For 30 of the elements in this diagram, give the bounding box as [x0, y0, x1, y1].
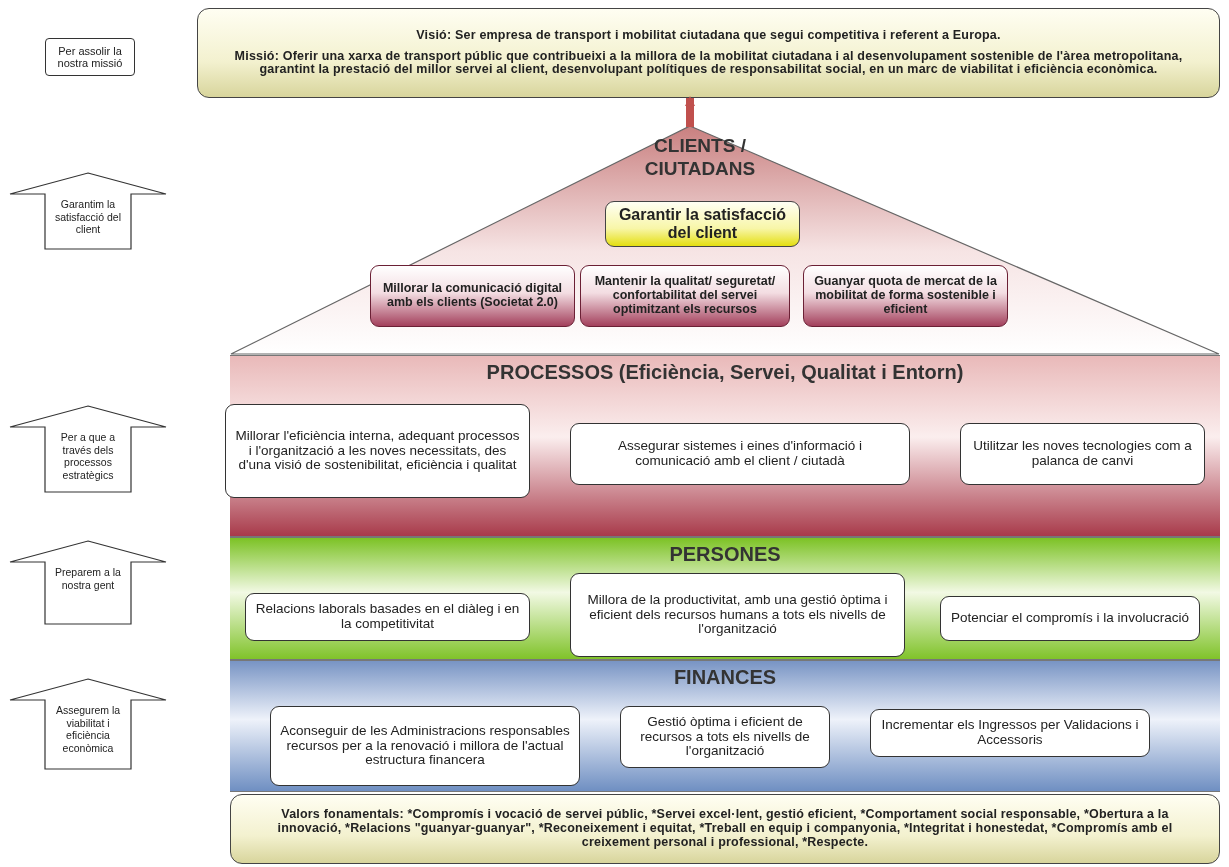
- section-title: CLIENTS / CIUTADANS: [643, 135, 757, 181]
- section-title: FINANCES: [672, 666, 778, 689]
- objective-box: Mantenir la qualitat/ seguretat/ confortabilitat del servei optimitzant els recursos: [580, 265, 790, 327]
- statement-text: Valors fonamentals: *Compromís i vocació de servei públic, *Servei excel·lent, gestió eficient, *Comportament social responsable, *Obertura a la innovació, *Relacions "guanyar-guanyar", *Reconeixement i equitat, *Treball en equip i companyonia, *Integritat i honestedat, *Compromís amb el creixement personal i professional, *Respecte.: [276, 808, 1174, 850]
- objective-box: Millora de la productivitat, amb una gestió òptima i eficient dels recursos humans a tots els nivells de l'organització: [570, 573, 905, 657]
- arrow: [685, 96, 695, 127]
- objective-box: Assegurar sistemes i eines d'informació i comunicació amb el client / ciutadà: [570, 423, 910, 485]
- section-title: PERSONES: [668, 543, 782, 566]
- objective-box: Guanyar quota de mercat de la mobilitat de forma sostenible i eficient: [803, 265, 1008, 327]
- objective-box: Utilitzar les noves tecnologies com a palanca de canvi: [960, 423, 1205, 485]
- statement-text: Missió: Oferir una xarxa de transport públic que contribueixi a la millora de la mobilitat ciutadana i al desenvolupament sostenible de l'àrea metropolitana, garantint la prestació del millor servei al client, desenvolupant polítiques de responsabilitat social, en un marc de viabilitat i eficiència econòmica.: [233, 49, 1184, 78]
- arrow-label: Per a que a través dels processos estratègics: [59, 431, 117, 482]
- statement-panel: [197, 8, 1220, 98]
- objective-box: Millorar la comunicació digital amb els clients (Societat 2.0): [370, 265, 575, 327]
- statement-text: Visió: Ser empresa de transport i mobilitat ciutadana que segui competitiva i referent a Europa.: [416, 28, 1001, 43]
- layer-band: [230, 537, 1220, 660]
- objective-box: Gestió òptima i eficient de recursos a tots els nivells de l'organització: [620, 706, 830, 768]
- objective-box: Aconseguir de les Administracions responsables recursos per a la renovació i millora de l'actual estructura financera: [270, 706, 580, 786]
- section-title: PROCESSOS (Eficiència, Servei, Qualitat i Entorn): [485, 361, 965, 384]
- layer-band: [230, 660, 1220, 792]
- objective-box: Relacions laborals basades en el diàleg i en la competitivitat: [245, 593, 530, 641]
- arrow-label: Preparem a la nostra gent: [54, 566, 122, 592]
- objective-box: Potenciar el compromís i la involucració: [940, 596, 1200, 641]
- objective-box: Incrementar els Ingressos per Validacions i Accessoris: [870, 709, 1150, 757]
- arrow-label: Garantim la satisfacció del client: [54, 198, 122, 236]
- objective-box: Millorar l'eficiència interna, adequant processos i l'organització a les noves necessitats, des d'una visió de sostenibilitat, eficiència i qualitat: [225, 404, 530, 498]
- objective-box: Garantir la satisfacció del client: [605, 201, 800, 247]
- text-box: Per assolir la nostra missió: [45, 38, 135, 76]
- statement-panel: [230, 794, 1220, 864]
- arrow-label: Assegurem la viabilitat i eficiència econòmica: [54, 704, 122, 755]
